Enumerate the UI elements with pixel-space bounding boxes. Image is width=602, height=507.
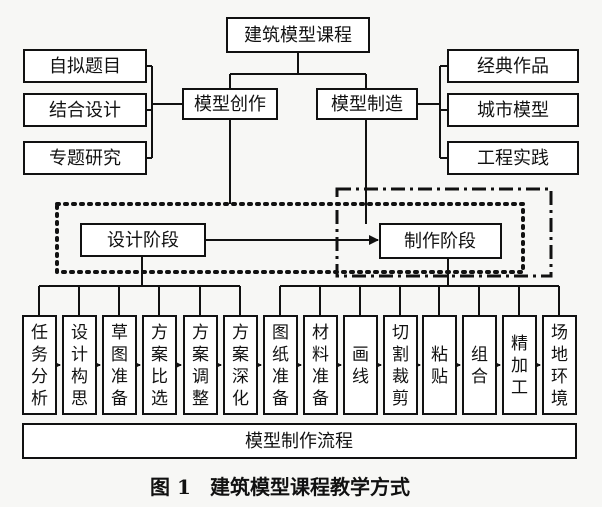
- right-item-label: 工程实践: [477, 148, 549, 169]
- dashed-making-outline: [335, 187, 553, 278]
- root-label: 建筑模型课程: [244, 25, 352, 46]
- step-label: 切割裁剪: [392, 323, 409, 409]
- process-bar: 模型制作流程: [22, 423, 577, 459]
- design-stage-label: 设计阶段: [107, 230, 179, 251]
- dotted-stage-outline: [55, 202, 525, 274]
- step-label: 草图准备: [111, 323, 128, 409]
- model-making-node: 模型制造: [316, 88, 418, 120]
- left-item-label: 自拟题目: [49, 56, 121, 77]
- design-stage-node: 设计阶段: [80, 223, 206, 257]
- making-stage-node: 制作阶段: [379, 223, 502, 259]
- modeling-creation-label: 模型创作: [194, 94, 266, 115]
- process-bar-label: 模型制作流程: [245, 431, 353, 452]
- step-label: 材料准备: [312, 323, 329, 409]
- right-item: 经典作品: [447, 49, 579, 83]
- right-item-label: 城市模型: [477, 100, 549, 121]
- step-label: 粘贴: [431, 345, 448, 387]
- right-item: 工程实践: [447, 141, 579, 175]
- figure-number: 图 1: [150, 475, 191, 499]
- left-item: 结合设计: [23, 93, 147, 127]
- step-labels: 任务分析 设计构思 草图准备 方案比选 方案调整 方案深化 图纸准备 材料准备 画线 切割裁剪 粘贴…: [31, 323, 568, 409]
- root-node: 建筑模型课程: [226, 17, 370, 53]
- making-stage-label: 制作阶段: [404, 231, 476, 252]
- model-making-label: 模型制造: [331, 94, 403, 115]
- left-item-label: 结合设计: [49, 100, 121, 121]
- figure-caption: 建筑模型课程教学方式: [210, 475, 410, 499]
- step-label: 图纸准备: [272, 323, 289, 409]
- step-label: 画线: [352, 345, 369, 387]
- modeling-creation-node: 模型创作: [182, 88, 278, 120]
- step-label: 组合: [471, 345, 488, 387]
- step-label: 方案调整: [192, 323, 209, 409]
- step-label: 方案比选: [151, 323, 168, 409]
- step-label: 设计构思: [71, 323, 88, 409]
- right-item-label: 经典作品: [477, 56, 549, 77]
- step-label: 精加工: [511, 334, 528, 398]
- step-label: 方案深化: [232, 323, 249, 409]
- left-item: 专题研究: [23, 141, 147, 175]
- step-boxes: [22, 315, 577, 415]
- step-label: 场地环境: [551, 323, 568, 409]
- step-label: 任务分析: [31, 323, 48, 409]
- left-item: 自拟题目: [23, 49, 147, 83]
- right-item: 城市模型: [447, 93, 579, 127]
- left-item-label: 专题研究: [49, 148, 121, 169]
